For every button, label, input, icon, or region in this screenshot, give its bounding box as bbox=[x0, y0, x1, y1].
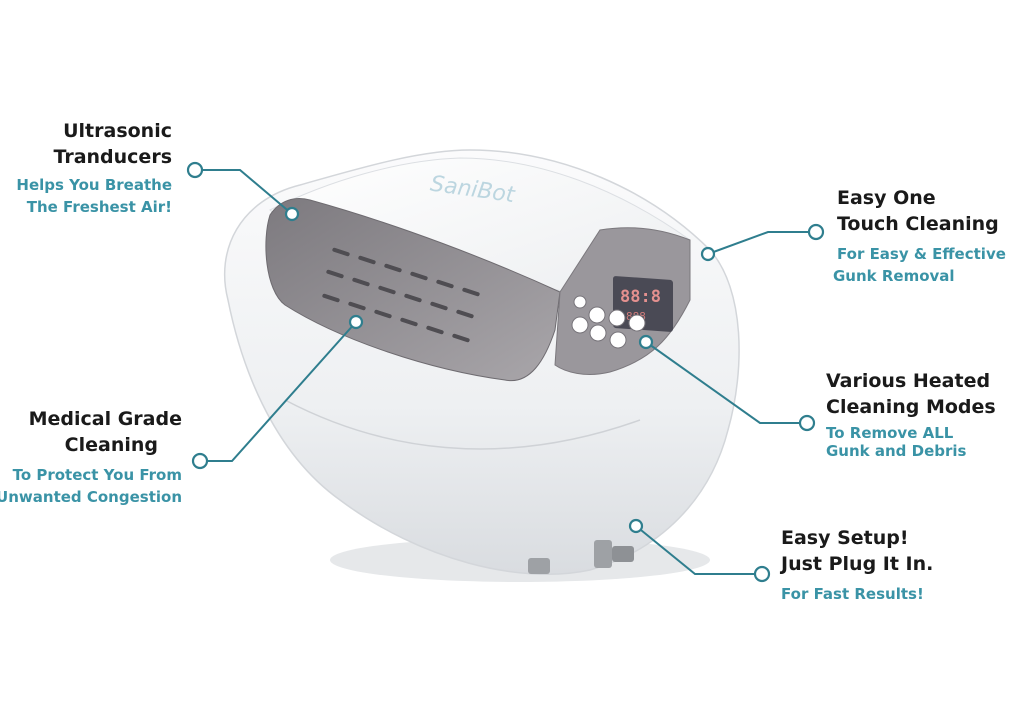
timer-button[interactable] bbox=[628, 314, 646, 332]
callout-title: Easy One bbox=[837, 187, 936, 209]
callout-subtitle: Unwanted Congestion bbox=[0, 488, 182, 506]
callout-one-touch: Easy One Touch Cleaning For Easy & Effec… bbox=[833, 185, 1006, 287]
callout-title: Just Plug It In. bbox=[781, 553, 934, 575]
callout-subtitle: For Easy & Effective bbox=[837, 245, 1006, 263]
callout-title: Touch Cleaning bbox=[837, 213, 999, 235]
power-button[interactable] bbox=[573, 295, 587, 309]
callout-lines bbox=[195, 169, 816, 575]
display-digits: 88:8 bbox=[620, 287, 661, 307]
callout-subtitle: Gunk Removal bbox=[833, 267, 955, 285]
callout-markers bbox=[186, 161, 825, 583]
callout-heated: Various Heated Cleaning Modes To Remove … bbox=[826, 368, 996, 462]
callout-title: Tranducers bbox=[53, 146, 172, 168]
callout-subtitle: To Protect You From bbox=[12, 466, 182, 484]
callout-title: Medical Grade bbox=[28, 408, 182, 430]
callout-medical: Medical Grade Cleaning To Protect You Fr… bbox=[0, 406, 182, 508]
callout-subtitle: For Fast Results! bbox=[781, 585, 924, 603]
callout-title: Easy Setup! bbox=[781, 527, 909, 549]
callout-title: Cleaning bbox=[64, 434, 158, 456]
degas-button[interactable] bbox=[589, 324, 607, 342]
start-button[interactable] bbox=[608, 309, 626, 327]
body-seam bbox=[284, 399, 641, 450]
callout-title: Cleaning Modes bbox=[826, 396, 996, 418]
callout-subtitle: To Remove ALL bbox=[826, 424, 954, 442]
callout-setup: Easy Setup! Just Plug It In. For Fast Re… bbox=[781, 525, 933, 605]
drain-ports bbox=[528, 540, 634, 574]
heat-button[interactable] bbox=[571, 316, 589, 334]
callout-title: Various Heated bbox=[826, 370, 991, 392]
display-screen bbox=[613, 276, 673, 332]
callout-subtitle: Gunk and Debris bbox=[826, 442, 967, 460]
callout-subtitle: The Freshest Air! bbox=[26, 198, 172, 216]
up-button[interactable] bbox=[609, 331, 627, 349]
callout-transducers: Ultrasonic Tranducers Helps You Breathe … bbox=[16, 118, 172, 218]
mode-button[interactable] bbox=[588, 306, 606, 324]
basket-slots bbox=[322, 247, 480, 343]
viewing-window bbox=[265, 198, 561, 382]
callout-subtitle: Helps You Breathe bbox=[16, 176, 172, 194]
control-buttons bbox=[571, 295, 646, 349]
callout-title: Ultrasonic bbox=[63, 120, 172, 142]
